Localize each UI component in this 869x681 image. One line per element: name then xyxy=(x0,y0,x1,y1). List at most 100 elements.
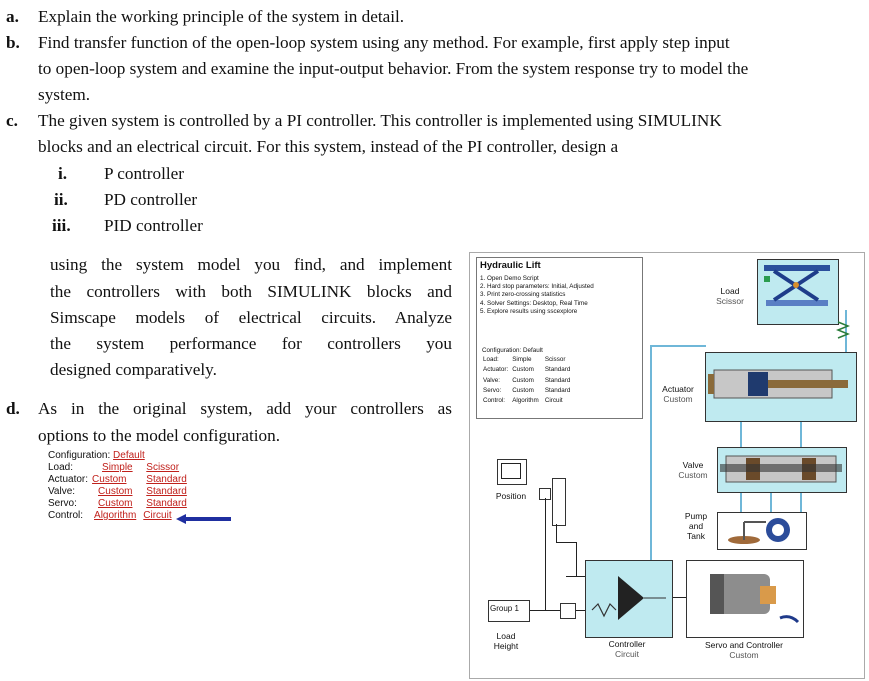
pump-icon xyxy=(728,518,790,544)
item-d-marker: d. xyxy=(6,399,20,418)
diagram-config-label: Servo: xyxy=(483,386,502,394)
step-link[interactable]: 2. Hard stop parameters: Initial, Adjust… xyxy=(480,283,594,291)
cylinder-icon xyxy=(708,369,848,399)
signal-line xyxy=(575,610,585,611)
pointer-arrow-icon xyxy=(176,514,231,524)
config-option[interactable]: Circuit xyxy=(143,510,172,521)
item-b-marker: b. xyxy=(6,33,20,52)
step-link[interactable]: 5. Explore results using sscexplore xyxy=(480,307,578,315)
diagram-config-label: Actuator: xyxy=(483,366,509,374)
connection-line xyxy=(740,420,742,448)
config-option[interactable]: Simple xyxy=(102,462,133,473)
diagram-config-option[interactable]: Custom xyxy=(512,386,534,394)
signal-line xyxy=(566,576,586,577)
connection-line xyxy=(650,345,652,575)
item-c-para-line: Simscape models of electrical circuits. … xyxy=(50,308,452,327)
diagram-config-title: Configuration: Default xyxy=(482,347,543,354)
item-b-line: system. xyxy=(38,85,91,104)
pump-tank-block[interactable] xyxy=(717,512,807,550)
connection-line xyxy=(800,420,802,448)
config-option[interactable]: Custom xyxy=(98,486,133,497)
op-amp-icon xyxy=(591,576,666,620)
item-b-line: Find transfer function of the open-loop … xyxy=(38,33,730,52)
servo-motor-icon xyxy=(710,574,800,624)
sub-item-number: iii. xyxy=(52,216,71,235)
config-row-servo: Servo: Custom Standard xyxy=(48,498,191,510)
item-a-marker: a. xyxy=(6,7,19,26)
item-c-line: The given system is controlled by a PI c… xyxy=(38,111,722,130)
config-option[interactable]: Scissor xyxy=(146,462,180,473)
diagram-config-option[interactable]: Standard xyxy=(544,386,571,394)
config-label: Actuator: xyxy=(48,474,89,485)
position-label: Position xyxy=(495,491,527,501)
config-option[interactable]: Custom xyxy=(98,498,133,509)
sub-item-text: PID controller xyxy=(104,216,203,235)
connection-line xyxy=(800,492,802,512)
diagram-config-option[interactable]: Custom xyxy=(512,366,534,374)
connection-line xyxy=(650,345,706,347)
diagram-config-option[interactable]: Standard xyxy=(544,366,571,374)
step-link[interactable]: 1. Open Demo Script xyxy=(480,275,539,282)
item-c-para-line: the system performance for controllers y… xyxy=(50,334,452,353)
signal-line xyxy=(530,610,560,611)
s-block[interactable] xyxy=(560,603,576,619)
diagram-config-option[interactable]: Circuit xyxy=(544,397,563,405)
scissor-lift-icon xyxy=(764,265,830,306)
config-row-actuator: Actuator: Custom Standard xyxy=(48,474,191,486)
diagram-config-option[interactable]: Algorithm xyxy=(512,397,539,405)
config-option[interactable]: Standard xyxy=(146,474,187,485)
group-block[interactable] xyxy=(488,600,530,622)
item-b-line: to open-loop system and examine the inpu… xyxy=(38,59,749,78)
item-d-line: options to the model configuration. xyxy=(38,426,281,445)
config-row-valve: Valve: Custom Standard xyxy=(48,486,191,498)
connection-line xyxy=(740,492,742,512)
sub-item-text: P controller xyxy=(104,164,185,183)
signal-line xyxy=(556,542,576,543)
signal-line xyxy=(545,498,546,610)
config-option[interactable]: Algorithm xyxy=(94,510,137,521)
step-link[interactable]: 4. Solver Settings: Desktop, Real Time xyxy=(480,299,588,307)
config-option[interactable]: Standard xyxy=(146,498,187,509)
diagram-config-label: Valve: xyxy=(483,376,501,384)
diagram-config-option[interactable]: Scissor xyxy=(544,356,566,364)
diagram-config-option[interactable]: Custom xyxy=(512,376,534,384)
simulink-diagram xyxy=(469,252,865,679)
config-label: Servo: xyxy=(48,498,77,509)
signal-line xyxy=(576,542,577,576)
config-label: Control: xyxy=(48,510,84,521)
config-row-control: Control: Algorithm Circuit xyxy=(48,510,191,522)
config-option[interactable]: Standard xyxy=(146,486,187,497)
step-link[interactable]: 3. Print zero-crossing statistics xyxy=(480,291,566,299)
item-c-line: blocks and an electrical circuit. For th… xyxy=(38,137,619,156)
item-c-para-line: the controllers with both SIMULINK block… xyxy=(50,282,452,301)
config-panel: Configuration: Default Load: Simple Scis… xyxy=(48,450,191,522)
config-option[interactable]: Custom xyxy=(92,474,127,485)
diagram-config-option[interactable]: Simple xyxy=(512,356,532,364)
ground-icon xyxy=(836,321,850,339)
connection-line xyxy=(770,492,772,512)
sensor-block[interactable] xyxy=(552,478,566,526)
scope-screen-icon xyxy=(501,463,521,479)
diagram-title: Hydraulic Lift xyxy=(480,260,541,271)
item-c-para-line: designed comparatively. xyxy=(50,360,217,379)
item-d-line: As in the original system, add your cont… xyxy=(38,399,452,418)
config-title: Configuration: xyxy=(48,450,111,461)
config-row-load: Load: Simple Scissor xyxy=(48,462,191,474)
item-c-para-line: using the system model you find, and imp… xyxy=(50,255,452,274)
signal-line xyxy=(672,597,686,598)
info-panel xyxy=(476,257,643,419)
sub-item-text: PD controller xyxy=(104,190,198,209)
config-label: Valve: xyxy=(48,486,76,497)
config-default-link[interactable]: Default xyxy=(113,450,145,461)
diagram-config-option[interactable]: Standard xyxy=(544,376,571,384)
valve-icon xyxy=(720,455,842,483)
config-label: Load: xyxy=(48,462,74,473)
